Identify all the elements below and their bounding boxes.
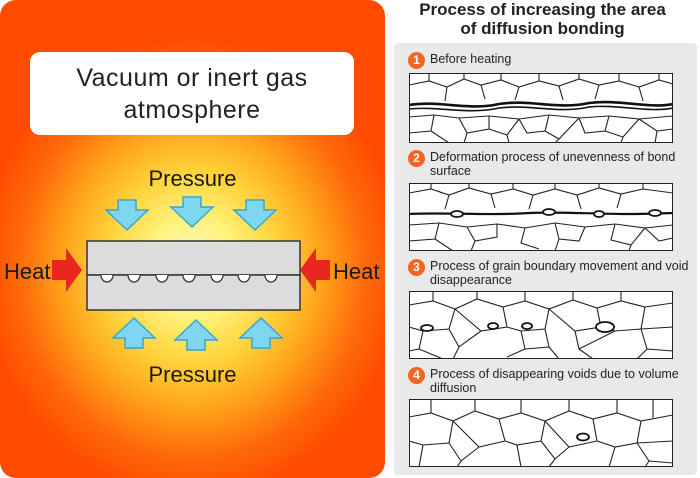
bonding-setup-graphic (52, 196, 330, 351)
step-4-heading: 4 Process of disappearing voids due to v… (408, 367, 690, 395)
pressure-arrow-down-1 (104, 199, 150, 232)
process-title-line-2: of diffusion bonding (460, 19, 625, 38)
heat-label-left: Heat (4, 259, 51, 284)
micrograph-deformation (409, 183, 673, 251)
pressure-arrow-down-3 (232, 199, 278, 232)
step-1-heading: 1 Before heating (408, 52, 690, 69)
upper-workpiece (86, 240, 301, 276)
pressure-arrow-down-2 (169, 196, 215, 229)
pressure-arrow-up-2 (173, 318, 219, 351)
step-3-heading: 3 Process of grain boundary movement and… (408, 259, 690, 287)
pressure-label-bottom: Pressure (148, 362, 237, 387)
pressure-label-top: Pressure (148, 166, 237, 191)
remaining-voids (420, 321, 615, 333)
step-4-text: Process of disappearing voids due to vol… (430, 367, 679, 395)
step-1-number: 1 (408, 52, 425, 69)
heat-label-right: Heat (333, 259, 380, 284)
step-4-number: 4 (408, 367, 425, 384)
step-3-number: 3 (408, 259, 425, 276)
step-1-text: Before heating (430, 52, 512, 66)
process-title: Process of increasing the area of diffus… (385, 0, 700, 38)
process-title-line-1: Process of increasing the area (419, 0, 666, 19)
pressure-arrow-up-1 (111, 316, 157, 349)
atmosphere-box: Vacuum or inert gas atmosphere (30, 52, 354, 135)
atmosphere-line-1: Vacuum or inert gas (76, 63, 308, 92)
step-2-number: 2 (408, 150, 425, 167)
step-3-text: Process of grain boundary movement and v… (430, 259, 689, 287)
atmosphere-line-2: atmosphere (123, 95, 261, 124)
interface-voids-deformed (450, 208, 662, 218)
bonding-setup-panel: Vacuum or inert gas atmosphere Pressure … (0, 0, 385, 478)
heat-arrow-right (300, 248, 330, 292)
micrograph-volume-diffusion (409, 399, 673, 467)
micrograph-grain-boundary (409, 291, 673, 359)
step-2-text: Deformation process of unevenness of bon… (430, 150, 676, 178)
pressure-arrow-up-3 (238, 316, 284, 349)
last-void (576, 432, 590, 442)
heat-arrow-left (52, 248, 82, 292)
interface-voids (100, 274, 278, 283)
step-2-heading: 2 Deformation process of unevenness of b… (408, 150, 690, 178)
micrograph-before-heating (409, 73, 673, 143)
